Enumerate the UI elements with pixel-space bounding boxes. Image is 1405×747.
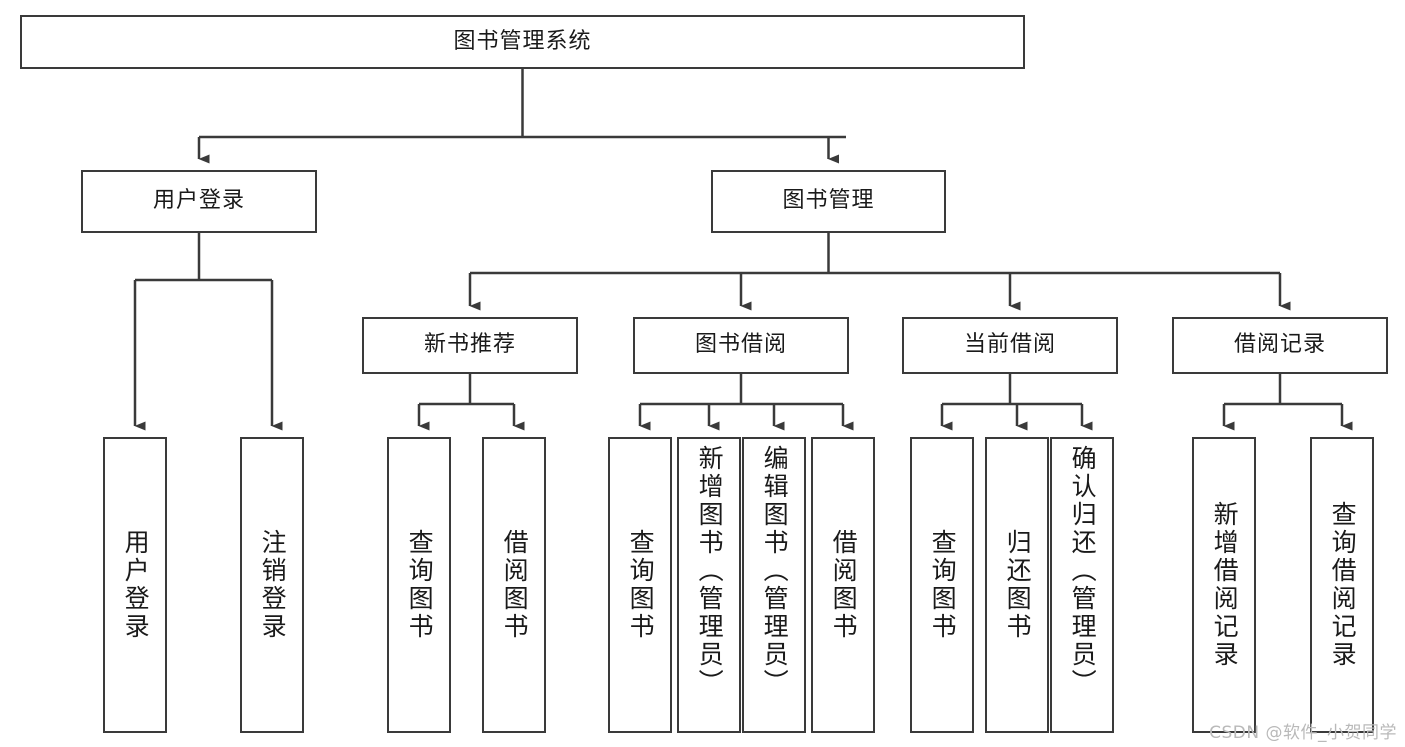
- node-label: 查询图书: [928, 529, 958, 641]
- node-leaf-borrow-book[interactable]: 借阅图书: [811, 437, 875, 733]
- node-label: 借阅图书: [829, 529, 859, 641]
- node-label: 注销登录: [258, 529, 288, 641]
- node-leaf-query-borrow-record[interactable]: 查询借阅记录: [1310, 437, 1374, 733]
- node-label: 编辑图书（管理员）: [760, 445, 790, 697]
- node-label: 查询图书: [405, 529, 435, 641]
- node-leaf-edit-book-admin[interactable]: 编辑图书（管理员）: [742, 437, 806, 733]
- node-label: 查询图书: [626, 529, 656, 641]
- node-label: 确认归还（管理员）: [1068, 445, 1098, 697]
- node-book-borrow[interactable]: 图书借阅: [633, 317, 849, 374]
- node-leaf-query-book-current[interactable]: 查询图书: [910, 437, 974, 733]
- node-leaf-add-book-admin[interactable]: 新增图书（管理员）: [677, 437, 741, 733]
- node-leaf-user-login[interactable]: 用户登录: [103, 437, 167, 733]
- node-label: 图书管理系统: [453, 28, 592, 54]
- node-current-borrow[interactable]: 当前借阅: [902, 317, 1118, 374]
- node-label: 新增图书（管理员）: [695, 445, 725, 697]
- node-label: 用户登录: [121, 529, 151, 641]
- node-label: 新书推荐: [423, 332, 516, 358]
- node-label: 用户登录: [152, 188, 245, 214]
- node-leaf-add-borrow-record[interactable]: 新增借阅记录: [1192, 437, 1256, 733]
- node-root[interactable]: 图书管理系统: [20, 15, 1025, 69]
- node-leaf-borrow-book-recommend[interactable]: 借阅图书: [482, 437, 546, 733]
- node-user-login[interactable]: 用户登录: [81, 170, 317, 233]
- node-leaf-logout[interactable]: 注销登录: [240, 437, 304, 733]
- watermark-text: CSDN @软件_小贺同学: [1209, 723, 1397, 743]
- node-borrow-record[interactable]: 借阅记录: [1172, 317, 1388, 374]
- node-label: 借阅记录: [1233, 332, 1326, 358]
- node-label: 图书管理: [782, 188, 875, 214]
- node-leaf-return-book[interactable]: 归还图书: [985, 437, 1049, 733]
- node-new-book-recommend[interactable]: 新书推荐: [362, 317, 578, 374]
- node-leaf-query-book-recommend[interactable]: 查询图书: [387, 437, 451, 733]
- node-book-manage[interactable]: 图书管理: [711, 170, 946, 233]
- node-label: 图书借阅: [694, 332, 787, 358]
- node-leaf-confirm-return-admin[interactable]: 确认归还（管理员）: [1050, 437, 1114, 733]
- node-label: 查询借阅记录: [1328, 501, 1358, 669]
- node-leaf-query-book-borrow[interactable]: 查询图书: [608, 437, 672, 733]
- node-label: 当前借阅: [963, 332, 1056, 358]
- node-label: 归还图书: [1003, 529, 1033, 641]
- node-label: 借阅图书: [500, 529, 530, 641]
- node-label: 新增借阅记录: [1210, 501, 1240, 669]
